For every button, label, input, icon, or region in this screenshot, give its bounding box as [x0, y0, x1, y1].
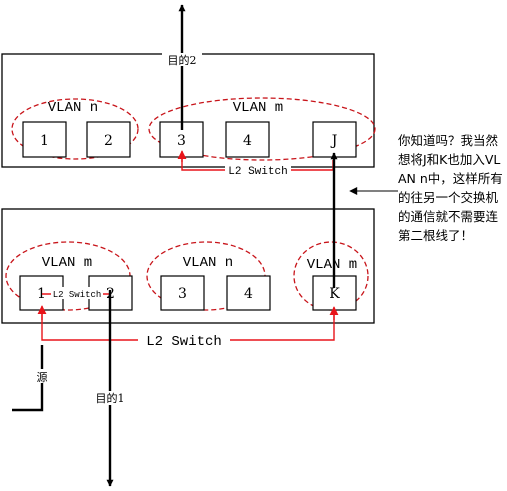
- bottom-inner-switch-label-bg: [51, 287, 103, 299]
- destination-1-label-bg: [91, 391, 129, 405]
- top-port-j-label: J: [330, 133, 338, 149]
- destination-2-label: 目的2: [168, 53, 197, 67]
- top-vlan-m-group: [148, 97, 376, 161]
- top-port-4-label: 4: [243, 133, 252, 149]
- bottom-port-1-label: 1: [37, 286, 46, 302]
- top-switch-label: L2 Switch: [228, 166, 287, 178]
- bottom-inner-switch-label: L2 Switch: [53, 290, 102, 300]
- bottom-port-3: [160, 275, 205, 311]
- bottom-vlan-m-right-group: [293, 241, 369, 311]
- top-vlan-n-label: VLAN n: [48, 100, 98, 116]
- bottom-switch-box: [1, 208, 375, 324]
- bottom-vlan-n-label: VLAN n: [183, 255, 233, 271]
- destination-1-label: 目的1: [96, 391, 125, 405]
- bottom-port-3-label: 3: [178, 286, 187, 302]
- top-vlan-n-group: [11, 98, 139, 160]
- source-label: 源: [37, 370, 48, 384]
- top-port-3-label: 3: [177, 133, 186, 149]
- top-port-1-label: 1: [40, 133, 49, 149]
- source-line: [12, 345, 44, 412]
- bottom-vlan-m-right-label: VLAN m: [307, 257, 357, 273]
- bottom-port-4-label: 4: [244, 286, 253, 302]
- top-vlan-m-label: VLAN m: [233, 100, 283, 116]
- bottom-switch-label-bg: [138, 331, 230, 348]
- top-port-2: [86, 121, 131, 158]
- bottom-port-k-label: K: [329, 286, 340, 302]
- top-switch-label-bg: [225, 163, 291, 177]
- source-label-bg: [34, 369, 52, 383]
- bottom-switch-label: L2 Switch: [146, 334, 222, 350]
- top-port-2-label: 2: [104, 133, 113, 149]
- bottom-port-4: [226, 275, 271, 311]
- bottom-vlan-m-left-label: VLAN m: [42, 255, 92, 271]
- top-port-4: [225, 121, 270, 158]
- destination-2-label-bg: [162, 53, 202, 66]
- top-port-1: [22, 121, 67, 158]
- annotation-note: 你知道吗？我当然想将J和K也加入VLAN n中，这样所有的往另一个交换机的通信就…: [398, 133, 503, 243]
